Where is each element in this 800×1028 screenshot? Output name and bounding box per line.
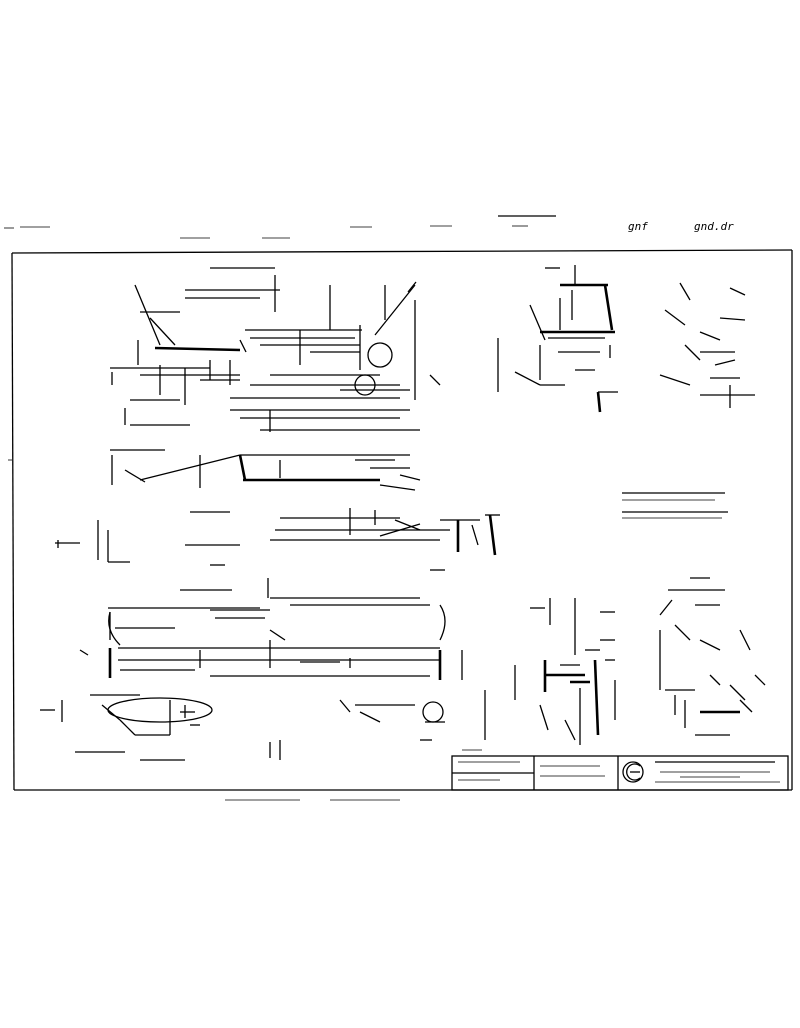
sheet-border	[8, 249, 793, 801]
main-side-view	[110, 267, 441, 432]
bottom-plan-view	[40, 578, 486, 761]
sheet-header: gnf gnd.dr	[4, 215, 734, 239]
notes-block	[622, 492, 728, 519]
middle-section-view	[55, 449, 500, 571]
header-note-left: gnf	[628, 220, 648, 233]
detail-view-lower-right	[514, 577, 766, 745]
company-logo-icon	[622, 761, 644, 783]
header-note-right: gnd.dr	[694, 220, 734, 233]
detail-view-upper-right	[497, 265, 755, 413]
title-block	[451, 749, 789, 791]
